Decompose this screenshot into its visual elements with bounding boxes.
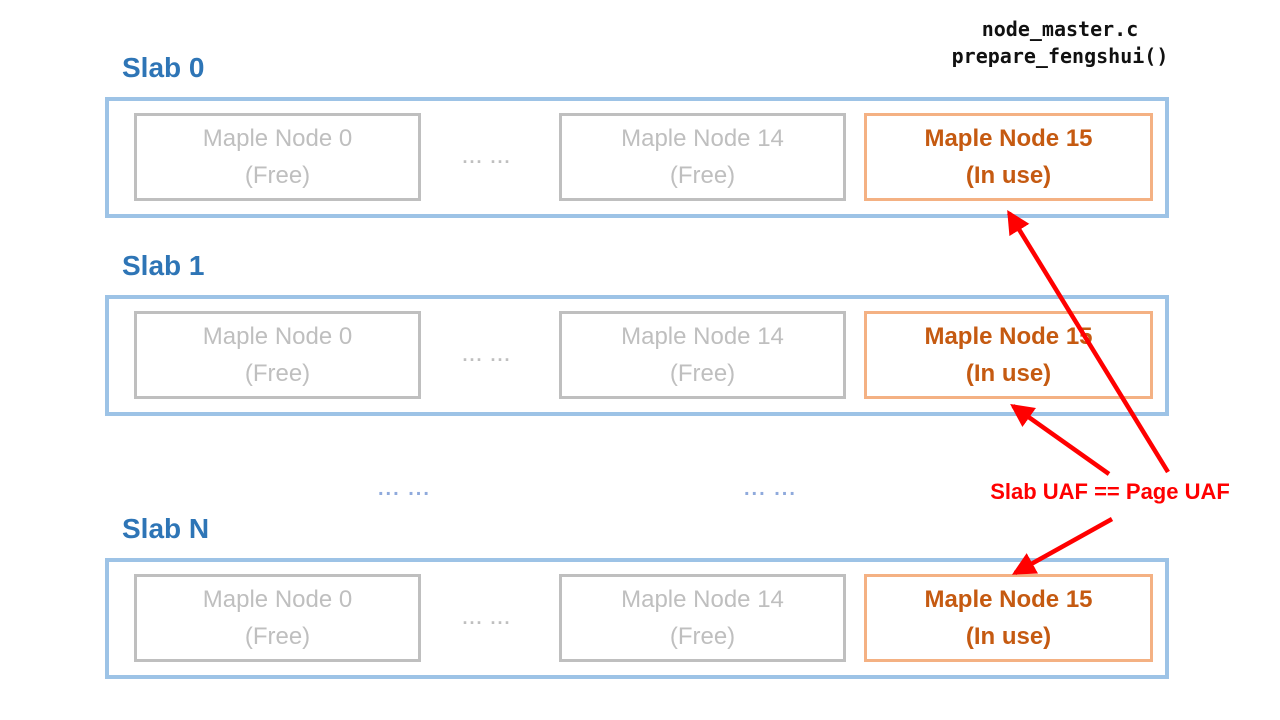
slab-container: Maple Node 0 (Free) ... ... Maple Node 1… — [105, 295, 1169, 416]
code-reference-file: node_master.c — [981, 17, 1139, 41]
node-status: (Free) — [244, 623, 311, 650]
ellipsis-gray: ... ... — [462, 345, 512, 365]
node-status: (Free) — [669, 623, 736, 650]
slab-container: Maple Node 0 (Free) ... ... Maple Node 1… — [105, 97, 1169, 218]
uaf-annotation-label: Slab UAF == Page UAF — [990, 479, 1230, 504]
node-title: Maple Node 14 — [621, 323, 784, 350]
node-status: (In use) — [965, 360, 1052, 387]
node-title: Maple Node 14 — [621, 586, 784, 613]
code-reference: node_master.c prepare_fengshui() — [905, 16, 1215, 70]
node-box-free: Maple Node 0 (Free) — [134, 574, 421, 662]
node-status: (Free) — [669, 162, 736, 189]
node-status: (Free) — [244, 360, 311, 387]
node-title: Maple Node 15 — [924, 586, 1093, 613]
node-title: Maple Node 15 — [924, 323, 1093, 350]
node-title: Maple Node 0 — [202, 586, 353, 613]
slab-container: Maple Node 0 (Free) ... ... Maple Node 1… — [105, 558, 1169, 679]
slab-label: Slab N — [122, 513, 210, 544]
node-title: Maple Node 15 — [924, 125, 1093, 152]
code-reference-function: prepare_fengshui() — [951, 44, 1169, 68]
node-box-in-use: Maple Node 15 (In use) — [864, 311, 1153, 399]
node-status: (In use) — [965, 162, 1052, 189]
node-title: Maple Node 14 — [621, 125, 784, 152]
arrow-to-slab1-node15 — [1010, 403, 1111, 476]
node-title: Maple Node 0 — [202, 323, 353, 350]
node-status: (In use) — [965, 623, 1052, 650]
node-box-in-use: Maple Node 15 (In use) — [864, 574, 1153, 662]
node-box-in-use: Maple Node 15 (In use) — [864, 113, 1153, 201]
node-title: Maple Node 0 — [202, 125, 353, 152]
ellipsis-blue-right: ... ... — [744, 478, 797, 500]
node-status: (Free) — [669, 360, 736, 387]
node-box-free: Maple Node 14 (Free) — [559, 113, 846, 201]
ellipsis-blue-left: ... ... — [378, 478, 431, 500]
ellipsis-gray: ... ... — [462, 147, 512, 167]
node-status: (Free) — [244, 162, 311, 189]
slab-label: Slab 1 — [122, 250, 205, 281]
node-box-free: Maple Node 0 (Free) — [134, 113, 421, 201]
node-box-free: Maple Node 14 (Free) — [559, 574, 846, 662]
slab-label: Slab 0 — [122, 52, 205, 83]
node-box-free: Maple Node 0 (Free) — [134, 311, 421, 399]
node-box-free: Maple Node 14 (Free) — [559, 311, 846, 399]
ellipsis-gray: ... ... — [462, 608, 512, 628]
